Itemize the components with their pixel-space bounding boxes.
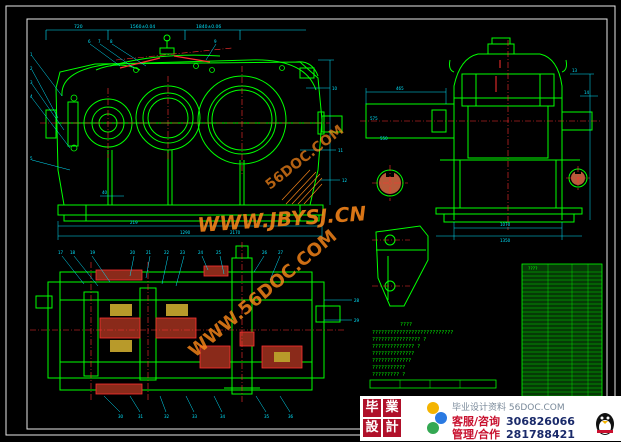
part-number: 35 xyxy=(264,414,270,419)
part-number: 18 xyxy=(70,250,76,255)
spec-table-title: ???? xyxy=(528,266,538,272)
part-number: 4 xyxy=(30,94,33,99)
sheet-inner-frame xyxy=(26,18,608,430)
part-number: 6 xyxy=(88,39,91,44)
front-view: 720 1560±0.04 1840±0.06 xyxy=(30,24,348,240)
notes-line: ???????????????? ? xyxy=(372,337,426,343)
service-row: 客服/咨询 306826066 xyxy=(452,413,575,429)
notes-box xyxy=(369,379,497,389)
part-number: 33 xyxy=(192,414,198,419)
service-label: 客服/咨询 xyxy=(452,415,501,428)
part-number: 32 xyxy=(164,414,170,419)
part-number: 36 xyxy=(288,414,294,419)
dim-top-2: 1560±0.04 xyxy=(130,24,155,30)
penguin-icon xyxy=(596,413,614,435)
part-number: 2 xyxy=(30,66,33,71)
logo-char: 計 xyxy=(383,419,401,437)
part-number: 7 xyxy=(98,39,101,44)
dim-bottom-3: 1290 xyxy=(180,230,191,235)
part-number: 31 xyxy=(138,414,144,419)
notes-line: ??????????????????????????? xyxy=(372,330,453,336)
part-number: 13 xyxy=(572,68,578,73)
logo-char: 業 xyxy=(383,399,401,417)
qq-figures-icon xyxy=(427,402,447,434)
plan-view: 17 18 19 20 21 22 23 24 25 26 27 28 29 3… xyxy=(30,242,360,419)
dim-top-3: 1840±0.06 xyxy=(196,24,221,30)
part-number: 9 xyxy=(214,39,217,44)
dim-bottom-4: 2170 xyxy=(230,230,241,235)
sheet-outer-frame xyxy=(5,5,616,436)
part-number: 34 xyxy=(220,414,226,419)
part-number: 29 xyxy=(354,318,360,323)
admin-row: 管理/合作 281788421 xyxy=(452,426,575,442)
dim-side-2: 575 xyxy=(370,116,378,121)
site-text: 毕业设计资料 56DOC.COM xyxy=(452,403,565,413)
notes-line: ??????????? xyxy=(372,365,405,371)
notes-line: ????????? ? xyxy=(372,372,405,378)
part-number: 27 xyxy=(278,250,284,255)
part-number: 8 xyxy=(110,39,113,44)
part-number: 26 xyxy=(262,250,268,255)
notes-title: ???? xyxy=(400,322,412,328)
part-number: 25 xyxy=(216,250,222,255)
part-number: 24 xyxy=(198,250,204,255)
part-number: 1 xyxy=(30,52,33,57)
notes-line: ????????????? xyxy=(372,358,411,364)
part-number: 5 xyxy=(30,156,33,161)
dim-side-5: 1350 xyxy=(500,238,511,243)
part-number: 23 xyxy=(180,250,186,255)
side-view: 465 575 550 1070 1350 13 14 xyxy=(360,37,600,243)
part-number: 14 xyxy=(584,90,590,95)
dim-bottom-2: 219 xyxy=(130,220,138,225)
part-number: 21 xyxy=(146,250,152,255)
dim-side-4: 1070 xyxy=(500,222,511,227)
part-number: 19 xyxy=(90,250,96,255)
dim-bottom-1: 40 xyxy=(102,190,108,195)
part-number: 30 xyxy=(118,414,124,419)
brand-logo: 毕 業 設 計 xyxy=(363,399,401,437)
part-number: 10 xyxy=(332,86,338,91)
logo-char: 設 xyxy=(363,419,381,437)
admin-label: 管理/合作 xyxy=(452,428,501,441)
part-number: 11 xyxy=(338,148,344,153)
admin-number: 281788421 xyxy=(506,428,575,441)
part-number: 28 xyxy=(354,298,360,303)
part-number: 3 xyxy=(30,80,33,85)
dim-side-3: 550 xyxy=(380,136,388,141)
service-number: 306826066 xyxy=(506,415,575,428)
dim-side-1: 465 xyxy=(396,86,404,91)
logo-char: 毕 xyxy=(363,399,381,417)
part-number: 17 xyxy=(58,250,64,255)
dim-top-1: 720 xyxy=(74,24,83,30)
part-number: 12 xyxy=(342,178,348,183)
notes-line: ?????????????? ? xyxy=(372,344,420,350)
technical-notes: ???? ??????????????????????????? ???????… xyxy=(372,322,453,378)
part-number: 20 xyxy=(130,250,136,255)
spec-table: ???? xyxy=(521,263,603,401)
notes-line: ?????????????? xyxy=(372,351,414,357)
part-number: 22 xyxy=(164,250,170,255)
